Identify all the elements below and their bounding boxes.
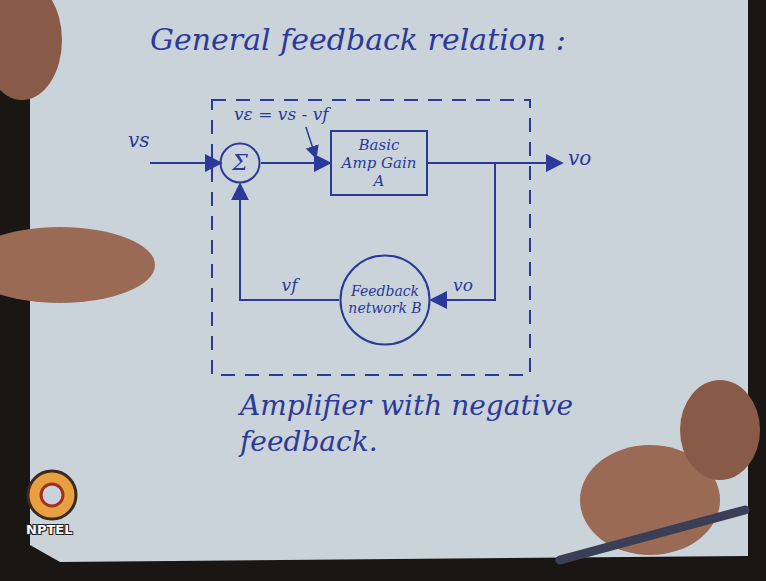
- signal-label: vε = vs - vf: [232, 104, 331, 124]
- dashed-boundary: [212, 100, 530, 375]
- signal-connector: [240, 184, 339, 300]
- input-wire: [150, 162, 221, 164]
- amplifier-box: Basic Amp Gain A: [330, 130, 428, 196]
- circle-outline: [341, 256, 430, 345]
- pen: [560, 510, 745, 560]
- feedback-network: Feedback network B: [339, 254, 431, 346]
- summing-junction: Σ: [219, 142, 261, 184]
- hand: [0, 227, 155, 303]
- hand: [0, 0, 62, 100]
- slide-title: General feedback relation :: [150, 22, 566, 57]
- logo-text: NPTEL: [26, 522, 72, 537]
- nptel-logo: [41, 484, 63, 506]
- signal-name: vs: [128, 128, 150, 152]
- signal-connector: [261, 162, 330, 164]
- node-text: Basic Amp Gain A: [340, 136, 418, 190]
- signal-connector: [428, 163, 495, 300]
- signal-label: vf: [280, 275, 300, 295]
- node-text: Σ: [232, 150, 248, 176]
- output-wire: [495, 162, 562, 164]
- signal-label: vo: [451, 275, 475, 295]
- hand: [680, 380, 760, 480]
- node-text: Feedback network B: [348, 283, 422, 317]
- signal-name: vo: [568, 146, 591, 170]
- leader-line: [306, 127, 316, 158]
- circle-outline: [221, 144, 260, 183]
- slide-caption: Amplifier with negative feedback.: [240, 388, 580, 461]
- nptel-logo: [28, 471, 76, 519]
